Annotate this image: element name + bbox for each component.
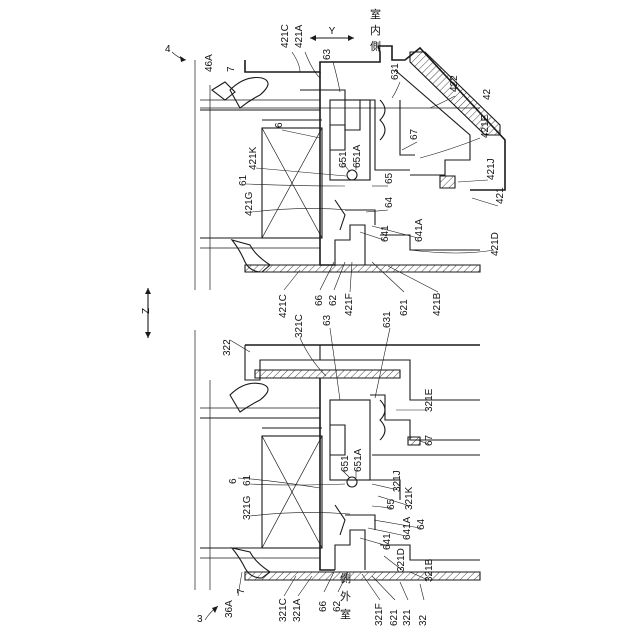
ref-label: 421J [486, 158, 497, 180]
ref-label: 641 [382, 533, 393, 550]
axis-z-label: Z [141, 308, 152, 314]
ref-label: 421G [244, 191, 255, 216]
bead-651-top [347, 170, 357, 180]
ref-label: 631 [382, 311, 393, 328]
ref-label: 42 [482, 88, 493, 100]
ref-label: 421K [248, 146, 259, 170]
ref-label: 321D [396, 548, 407, 572]
ref-label: 631 [390, 63, 401, 80]
ref-label: 421A [294, 24, 305, 48]
ref-label: 651 [338, 151, 349, 168]
indoor-char-3: 側 [370, 40, 381, 53]
frame-322-hatched [255, 370, 400, 378]
seal-7-top [230, 78, 268, 109]
bottom-assembly [195, 330, 480, 590]
ref-label: 422 [449, 75, 460, 92]
ref-label: 321C [294, 314, 305, 338]
ref-label: 63 [322, 314, 333, 326]
ref-label: 651A [352, 144, 363, 168]
block-421j [440, 176, 455, 188]
assembly-4-label: 4 [165, 44, 171, 55]
axis-y-label: Y [329, 26, 336, 37]
ref-label: 7 [226, 66, 237, 72]
bead-651-bottom [347, 477, 357, 487]
ref-label: 321K [404, 486, 415, 510]
ref-label: 421C [278, 294, 289, 318]
ref-label: 66 [318, 600, 329, 612]
ref-label: 651 [340, 455, 351, 472]
ref-label: 7 [236, 588, 247, 594]
ref-label: 421F [344, 293, 355, 316]
ref-label: 641A [414, 218, 425, 242]
ref-label: 64 [416, 518, 427, 530]
ref-label: 65 [384, 172, 395, 184]
ref-label: 67 [424, 434, 435, 446]
ref-label: 421D [490, 232, 501, 256]
ref-label: 421C [280, 24, 291, 48]
ref-label: 321G [242, 495, 253, 520]
sill-421b-hatched [245, 265, 480, 272]
ref-label: 421 [495, 187, 506, 204]
indoor-char-1: 室 [370, 7, 381, 21]
outdoor-char-3: 側 [340, 572, 351, 585]
ref-label: 421E [480, 114, 491, 138]
assembly-3-label: 3 [197, 614, 203, 625]
ref-label: 321C [278, 598, 289, 622]
indoor-char-2: 内 [370, 23, 381, 37]
ref-label: 321E [424, 388, 435, 412]
ref-label: 62 [328, 294, 339, 306]
ref-label: 641A [402, 516, 413, 540]
ref-label: 321B [424, 558, 435, 582]
ref-label: 6 [228, 478, 239, 484]
ref-label: 67 [409, 128, 420, 140]
ref-label: 6 [274, 122, 285, 128]
ref-label: 651A [353, 448, 364, 472]
ref-label: 63 [322, 48, 333, 60]
ref-label: 621 [389, 609, 400, 626]
ref-label: 321A [292, 598, 303, 622]
ref-label: 46A [204, 54, 215, 72]
ref-label: 321 [402, 609, 413, 626]
ref-label: 66 [314, 294, 325, 306]
leader-lines [230, 52, 498, 600]
ref-label: 62 [332, 600, 343, 612]
ref-label: 322 [222, 339, 233, 356]
ref-label: 321F [374, 603, 385, 626]
ref-label: 36A [224, 600, 235, 618]
ref-label: 32 [418, 614, 429, 626]
ref-label: 621 [399, 299, 410, 316]
ref-label: 421B [432, 292, 443, 316]
ref-label: 64 [384, 196, 395, 208]
sill-321b-hatched [245, 572, 480, 580]
